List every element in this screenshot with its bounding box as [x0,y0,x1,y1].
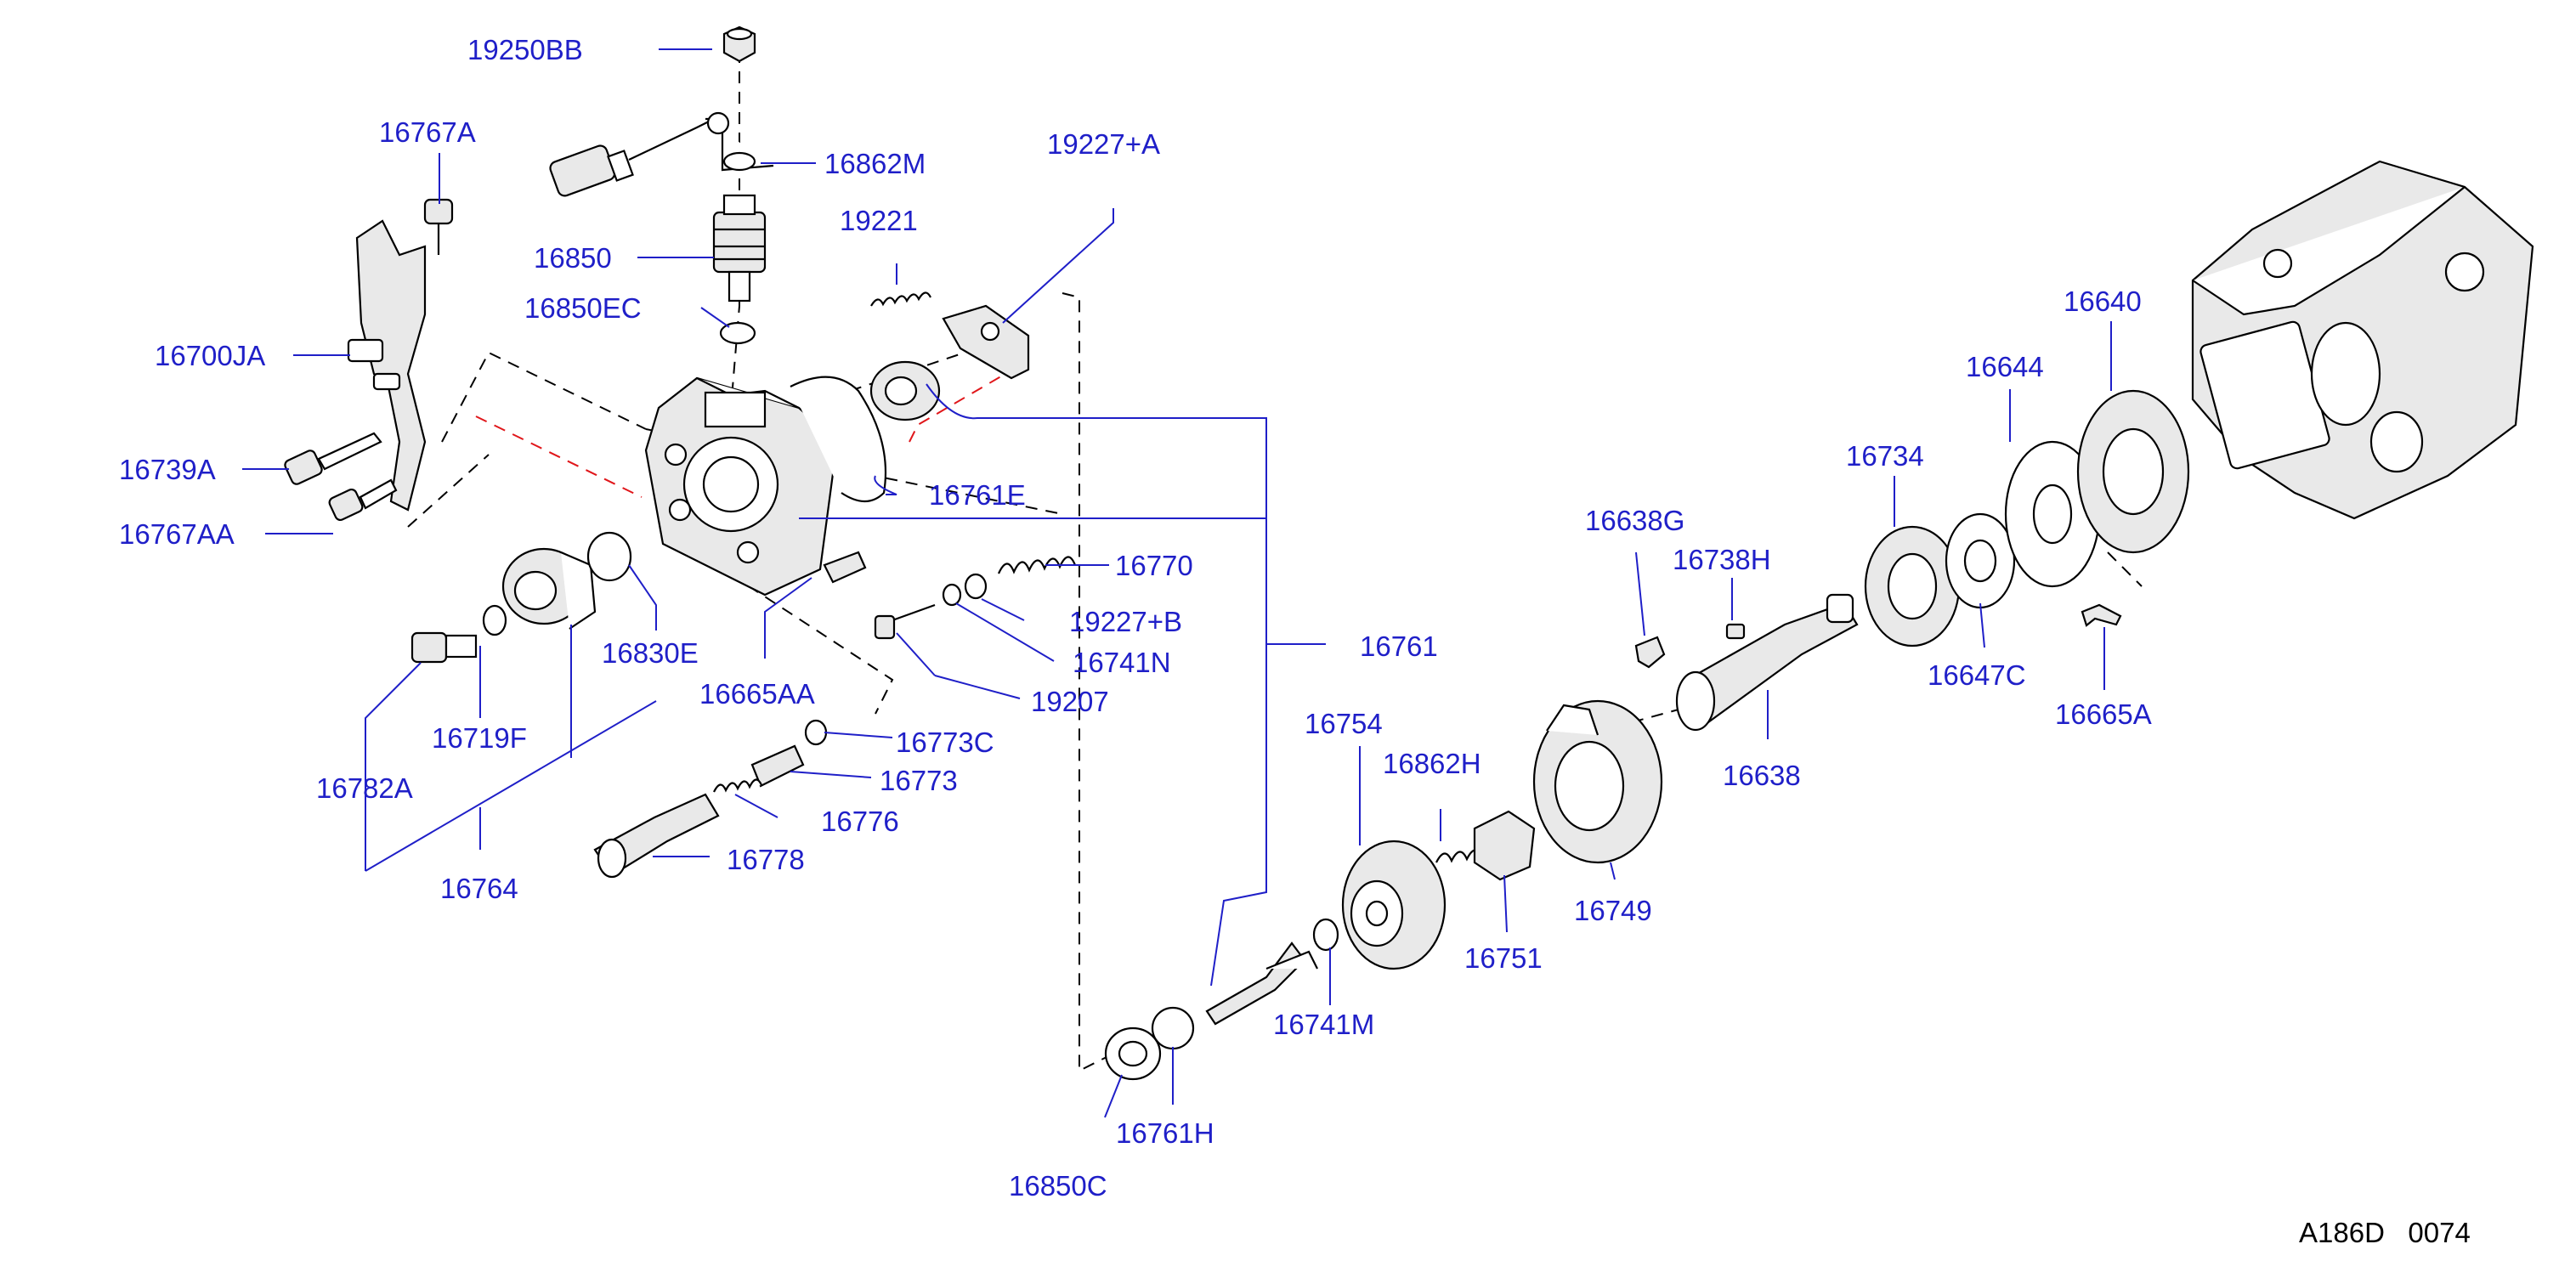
spring-16770 [997,556,1077,574]
label-16754: 16754 [1305,708,1383,739]
label-16665aa: 16665AA [699,678,815,710]
screw-16665aa [823,551,867,584]
label-16767aa: 16767AA [119,518,235,550]
label-16761e: 16761E [929,479,1026,511]
label-16734: 16734 [1846,440,1924,472]
coupling-16751 [1473,810,1536,881]
bolt-16739a [284,432,382,485]
bolt-16767aa [328,478,398,521]
gasket-16761e [790,376,887,503]
label-16700ja: 16700JA [155,340,265,371]
label-19227a: 19227+A [1047,128,1160,160]
label-16749: 16749 [1574,895,1652,926]
screw-16767a [423,198,454,255]
label-16850ec: 16850EC [524,292,642,324]
label-16761h: 16761H [1116,1117,1214,1149]
diagram-code: A186D 0074 [2299,1217,2471,1248]
label-16647c: 16647C [1928,659,2026,691]
pump-head [644,376,839,597]
label-19227b: 19227+B [1069,606,1182,637]
spring-16776 [713,778,763,793]
label-16830e: 16830E [602,637,699,669]
label-16638: 16638 [1723,760,1801,791]
pulley-16754 [1341,840,1447,970]
key-16638g [1634,636,1666,669]
valve-16773 [750,744,805,788]
label-16665a: 16665A [2055,698,2152,730]
pump-body [2191,160,2534,520]
label-16782a: 16782A [316,772,413,804]
washer-16773c [804,719,828,746]
ring-16761h [1151,1006,1195,1050]
part-drawings [284,25,2534,1081]
key-16738h [1725,623,1746,640]
label-16764: 16764 [440,873,518,904]
label-16778: 16778 [727,844,805,875]
label-16770: 16770 [1115,550,1193,581]
washer-16647c [1945,512,2016,609]
label-16767a: 16767A [379,116,476,148]
label-16741n: 16741N [1073,647,1171,678]
label-19250bb: 19250BB [467,34,583,65]
cover-16640 [2076,389,2190,554]
label-16741m: 16741M [1273,1009,1374,1040]
washer-16719f [482,604,507,636]
nut-19250bb [722,25,756,63]
fitting-16778 [593,793,720,879]
label-16850c: 16850C [1009,1170,1107,1202]
plate-16644 [2004,440,2101,588]
washer-19227b [964,573,988,600]
fitting-16764 [501,547,597,630]
label-19207: 19207 [1031,686,1109,717]
label-16644: 16644 [1966,351,2044,382]
label-16751: 16751 [1464,942,1543,974]
label-16638g: 16638G [1585,505,1684,536]
plate-19227a [942,304,1030,380]
drive-shaft-16638 [1675,593,1859,732]
screw-16665a [2081,603,2122,627]
sensor-wire-16862m [549,111,774,197]
label-16761: 16761 [1360,630,1438,662]
label-16719f: 16719F [432,722,527,754]
label-19221: 19221 [840,205,918,236]
oring-16830e [586,531,632,582]
label-16640: 16640 [2064,286,2142,317]
shaft-16761 [1205,942,1318,1026]
washer-16741m [1312,918,1339,952]
label-16738h: 16738H [1673,544,1771,575]
lever-16700ja [347,219,427,512]
pin-19207 [874,603,936,640]
label-16862h: 16862H [1383,748,1481,779]
washer-16741n [942,583,962,607]
spring-19221 [870,291,931,307]
sleeve-part [869,360,941,421]
solenoid-16850 [712,194,767,303]
label-16776: 16776 [821,806,899,837]
label-16773: 16773 [880,765,958,796]
label-16850: 16850 [534,242,612,274]
bolt-16782a [410,631,478,664]
label-16862m: 16862M [824,148,926,179]
roller-ring-16749 [1532,699,1663,864]
label-16773c: 16773C [896,727,994,758]
leader-lines [242,48,2112,1118]
part-labels: 19250BB 16767A 16862M 19227+A 19221 1685… [119,34,2152,1202]
label-16739a: 16739A [119,454,216,485]
oring-16850ec [719,321,756,345]
gear-16734 [1864,525,1961,647]
